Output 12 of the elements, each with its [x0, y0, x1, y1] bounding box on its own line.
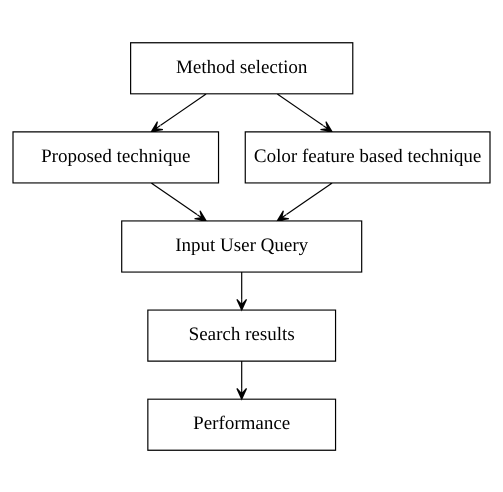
arrow — [276, 92, 333, 132]
node-box: Color feature based technique — [244, 130, 491, 184]
arrow — [276, 182, 333, 221]
arrow — [150, 92, 207, 132]
arrow — [236, 360, 248, 400]
node-box: Proposed technique — [12, 130, 220, 184]
node-box: Input User Query — [121, 220, 362, 272]
arrow — [236, 272, 248, 310]
arrow — [150, 182, 207, 221]
node-box: Search results — [147, 308, 336, 362]
node-box: Performance — [147, 398, 336, 450]
node-box: Method selection — [130, 42, 354, 94]
